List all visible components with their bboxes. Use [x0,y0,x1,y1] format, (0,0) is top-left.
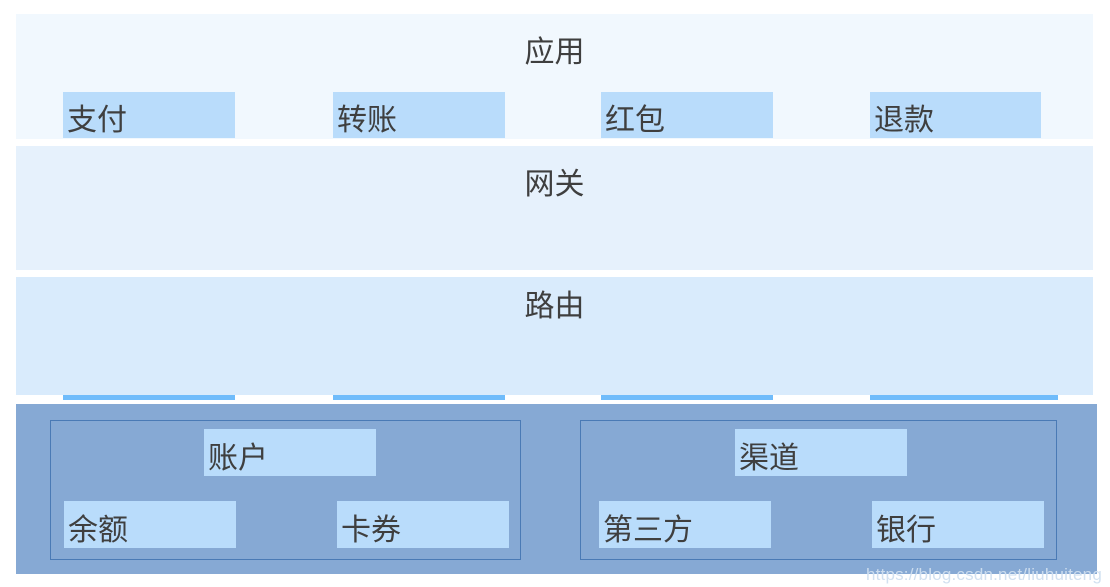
layer-route-title: 路由 [524,290,585,323]
layer-route: 路由 规则配置 路由判断 [16,277,1093,395]
node-app-refund[interactable]: 退款 [870,92,1041,138]
node-channel-bank[interactable]: 银行 [872,501,1044,548]
layer-app: 应用 支付 转账 红包 退款 [16,14,1093,139]
node-account-balance[interactable]: 余额 [64,501,236,548]
layer-gateway-title: 网关 [524,168,585,201]
node-account-card-coupon[interactable]: 卡券 [337,501,509,548]
layer-gateway: 网关 验签 配置管理 流控分析 路由 [16,146,1093,400]
node-label: 红包 [605,104,665,137]
node-label: 余额 [68,514,128,547]
node-app-transfer[interactable]: 转账 [333,92,505,138]
node-account-header[interactable]: 账户 [204,429,376,476]
node-channel-third-party[interactable]: 第三方 [599,501,771,548]
node-label: 账户 [208,442,268,475]
node-label: 支付 [67,104,127,137]
node-label: 银行 [876,514,936,547]
node-app-payment[interactable]: 支付 [63,92,235,138]
node-channel-header[interactable]: 渠道 [735,429,907,476]
node-label: 卡券 [341,514,401,547]
panel-channel: 渠道 第三方 银行 [580,420,1057,560]
node-label: 渠道 [739,442,799,475]
layer-base: 账户 余额 卡券 渠道 第三方 银行 [16,404,1097,574]
layer-app-title: 应用 [524,36,585,69]
panel-account: 账户 余额 卡券 [50,420,521,560]
node-app-redpacket[interactable]: 红包 [601,92,773,138]
node-label: 第三方 [603,514,693,547]
node-label: 退款 [874,104,934,137]
node-label: 转账 [337,104,397,137]
watermark: https://blog.csdn.net/liuhuiteng [865,565,1102,584]
